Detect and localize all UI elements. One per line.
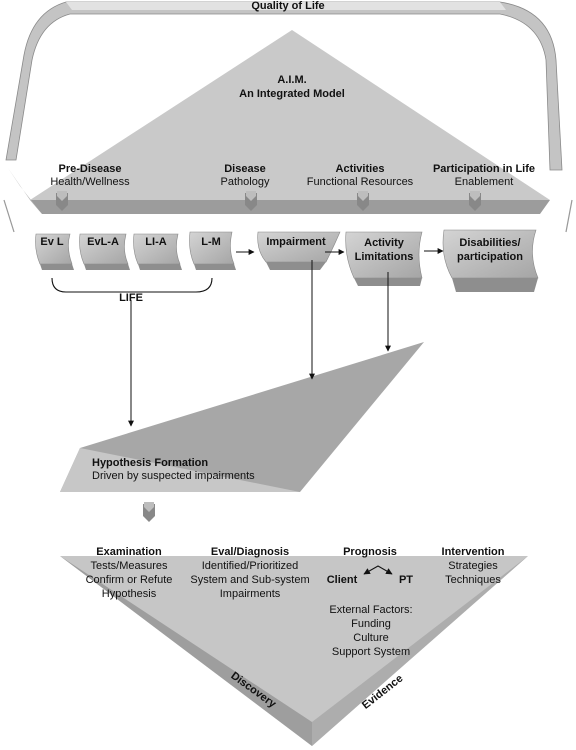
prognosis-pt: PT bbox=[398, 574, 414, 586]
block-impairment: Impairment bbox=[266, 236, 326, 248]
examination-line3: Hypothesis bbox=[101, 588, 157, 600]
stage-title-participation: Participation in Life bbox=[432, 163, 536, 175]
eval-diagnosis-title: Eval/Diagnosis bbox=[210, 546, 290, 558]
intervention-title: Intervention bbox=[441, 546, 505, 558]
life-bracket bbox=[51, 277, 213, 293]
aim-triangle bbox=[8, 30, 550, 214]
hypothesis-title: Hypothesis Formation bbox=[92, 457, 209, 469]
block-disabilities-line1: Disabilities/ bbox=[459, 237, 521, 249]
block-disabilities-line2: participation bbox=[456, 251, 523, 263]
stage-title-activities: Activities bbox=[335, 163, 385, 175]
stage-title-pre-disease: Pre-Disease bbox=[58, 163, 122, 175]
intervention-line1: Strategies bbox=[448, 560, 498, 572]
block-arrows bbox=[236, 248, 444, 255]
stage-subtitle-activities: Functional Resources bbox=[306, 176, 414, 188]
examination-line2: Confirm or Refute bbox=[85, 574, 173, 586]
prognosis-title: Prognosis bbox=[343, 546, 397, 558]
external-factors-line2: Funding bbox=[351, 618, 391, 630]
block-li-a: LI-A bbox=[145, 236, 167, 248]
block-ev-l: Ev L bbox=[40, 236, 64, 248]
block-row bbox=[35, 229, 539, 292]
prognosis-client: Client bbox=[326, 574, 358, 586]
external-factors-line3: Culture bbox=[353, 632, 389, 644]
stage-subtitle-participation: Enablement bbox=[454, 176, 514, 188]
stage-subtitle-disease: Pathology bbox=[220, 176, 270, 188]
external-factors-line4: Support System bbox=[331, 646, 411, 658]
aim-subtitle: An Integrated Model bbox=[239, 88, 345, 100]
external-factors-line1: External Factors: bbox=[329, 604, 413, 616]
block-l-m: L-M bbox=[201, 236, 221, 248]
hypothesis-chevron bbox=[143, 502, 155, 522]
vertical-arrows bbox=[128, 260, 391, 427]
block-activity-line1: Activity bbox=[364, 237, 404, 249]
hypothesis-subtitle: Driven by suspected impairments bbox=[92, 470, 255, 482]
hypothesis-wedge bbox=[60, 342, 424, 492]
aim-title: A.I.M. bbox=[277, 74, 307, 86]
stage-title-disease: Disease bbox=[224, 163, 266, 175]
quality-of-life-label: Quality of Life bbox=[251, 0, 325, 12]
quality-of-life-arch bbox=[5, 1, 563, 171]
eval-diagnosis-line3: Impairments bbox=[219, 588, 281, 600]
eval-diagnosis-line2: System and Sub-system bbox=[190, 574, 310, 586]
life-label: LIFE bbox=[119, 292, 143, 304]
stage-chevrons bbox=[56, 191, 481, 211]
intervention-line2: Techniques bbox=[445, 574, 501, 586]
process-triangle bbox=[60, 556, 528, 746]
examination-line1: Tests/Measures bbox=[90, 560, 168, 572]
stage-subtitle-pre-disease: Health/Wellness bbox=[50, 176, 130, 188]
eval-diagnosis-line1: Identified/Prioritized bbox=[201, 560, 299, 572]
block-activity-line2: Limitations bbox=[354, 251, 414, 263]
client-pt-arrow bbox=[363, 565, 393, 575]
examination-title: Examination bbox=[96, 546, 162, 558]
block-evl-a: EvL-A bbox=[87, 236, 119, 248]
